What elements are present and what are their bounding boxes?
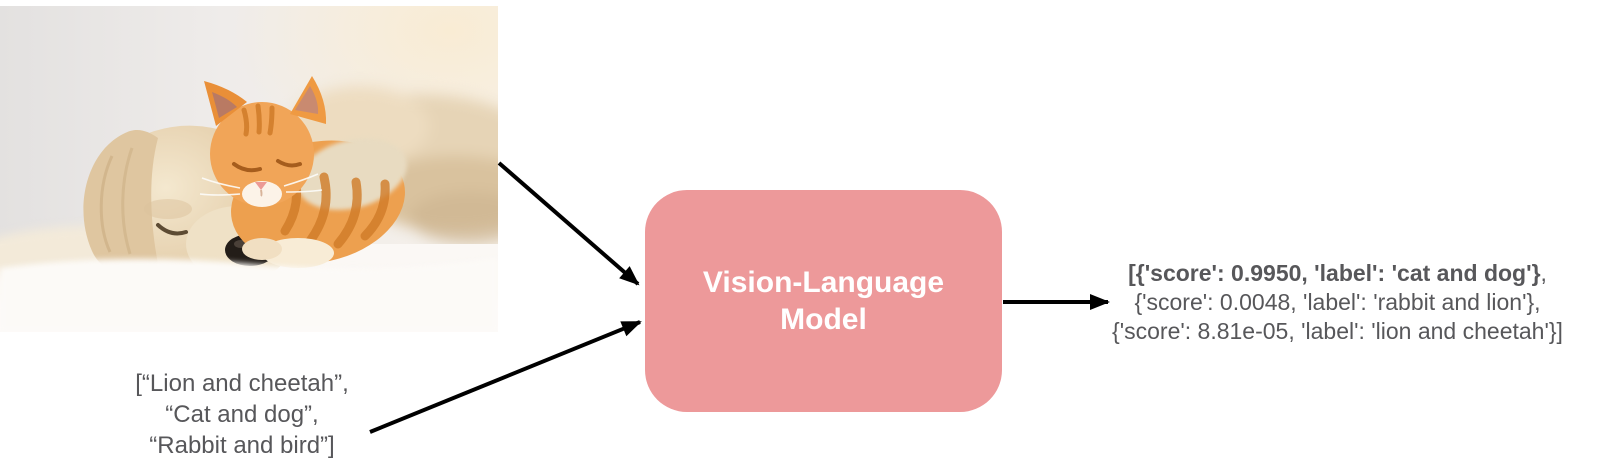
vision-language-model-box: Vision-Language Model (645, 190, 1002, 412)
labels-to-model-arrow (369, 320, 642, 434)
kitten-closed-eye-right (276, 159, 302, 168)
output-line-1: [{'score': 0.9950, 'label': 'cat and dog… (1128, 260, 1547, 286)
model-box-label-line2: Model (780, 303, 867, 336)
kitten-nose (255, 182, 267, 190)
kitten-head (210, 102, 314, 206)
output-top-score: [{'score': 0.9950, 'label': 'cat and dog… (1128, 260, 1541, 286)
puppy-closed-eye (156, 223, 188, 236)
candidate-label-line: “Rabbit and bird”] (149, 432, 335, 459)
foreground-blanket (0, 258, 498, 332)
image-to-model-arrow (497, 161, 640, 286)
output-line-3: {'score': 8.81e-05, 'label': 'lion and c… (1112, 318, 1563, 344)
kitten-closed-eye-left (232, 162, 262, 173)
model-box-label-line1: Vision-Language (702, 266, 945, 299)
pets-photo (0, 6, 498, 332)
candidate-labels-list: [“Lion and cheetah”, “Cat and dog”, “Rab… (92, 368, 392, 461)
model-box-label: Vision-Language Model (703, 264, 944, 338)
kitten-whiskers (199, 173, 323, 196)
kitten (199, 76, 407, 268)
output-line-2: {'score': 0.0048, 'label': 'rabbit and l… (1134, 289, 1541, 315)
candidate-label-line: [“Lion and cheetah”, (135, 370, 349, 397)
puppy-ear (83, 129, 158, 276)
model-output-text: [{'score': 0.9950, 'label': 'cat and dog… (1080, 259, 1595, 346)
candidate-label-line: “Cat and dog”, (165, 401, 319, 428)
